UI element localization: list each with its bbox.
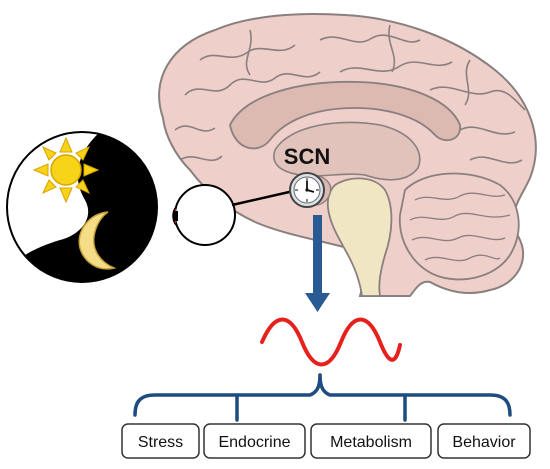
brainstem (326, 177, 393, 297)
output-arrow (305, 215, 330, 312)
moon-icon (78, 211, 117, 270)
clock-icon (289, 172, 325, 208)
sun-icon (32, 136, 100, 204)
output-label-endocrine: Endocrine (218, 434, 290, 451)
brain-illustration (158, 12, 537, 297)
output-box-metabolism: Metabolism (310, 423, 432, 459)
scn-label: SCN (284, 144, 330, 169)
output-box-behavior: Behavior (437, 423, 531, 459)
output-box-stress: Stress (121, 423, 200, 459)
corpus-callosum (229, 80, 461, 150)
cerebellum-folia (409, 192, 511, 262)
output-label-stress: Stress (138, 434, 183, 451)
output-boxes: Stress Endocrine Metabolism Behavior (121, 423, 531, 459)
light-dark-cycle (6, 131, 158, 283)
circadian-rhythm-wave (260, 317, 402, 367)
output-label-metabolism: Metabolism (330, 434, 412, 451)
retinohypothalamic-tract (231, 188, 299, 207)
output-label-behavior: Behavior (452, 434, 516, 451)
cerebellum (399, 172, 520, 281)
output-bracket (133, 373, 512, 422)
output-box-endocrine: Endocrine (203, 423, 306, 459)
eye-icon (172, 184, 236, 246)
light-dark-circle-outline (6, 131, 158, 283)
